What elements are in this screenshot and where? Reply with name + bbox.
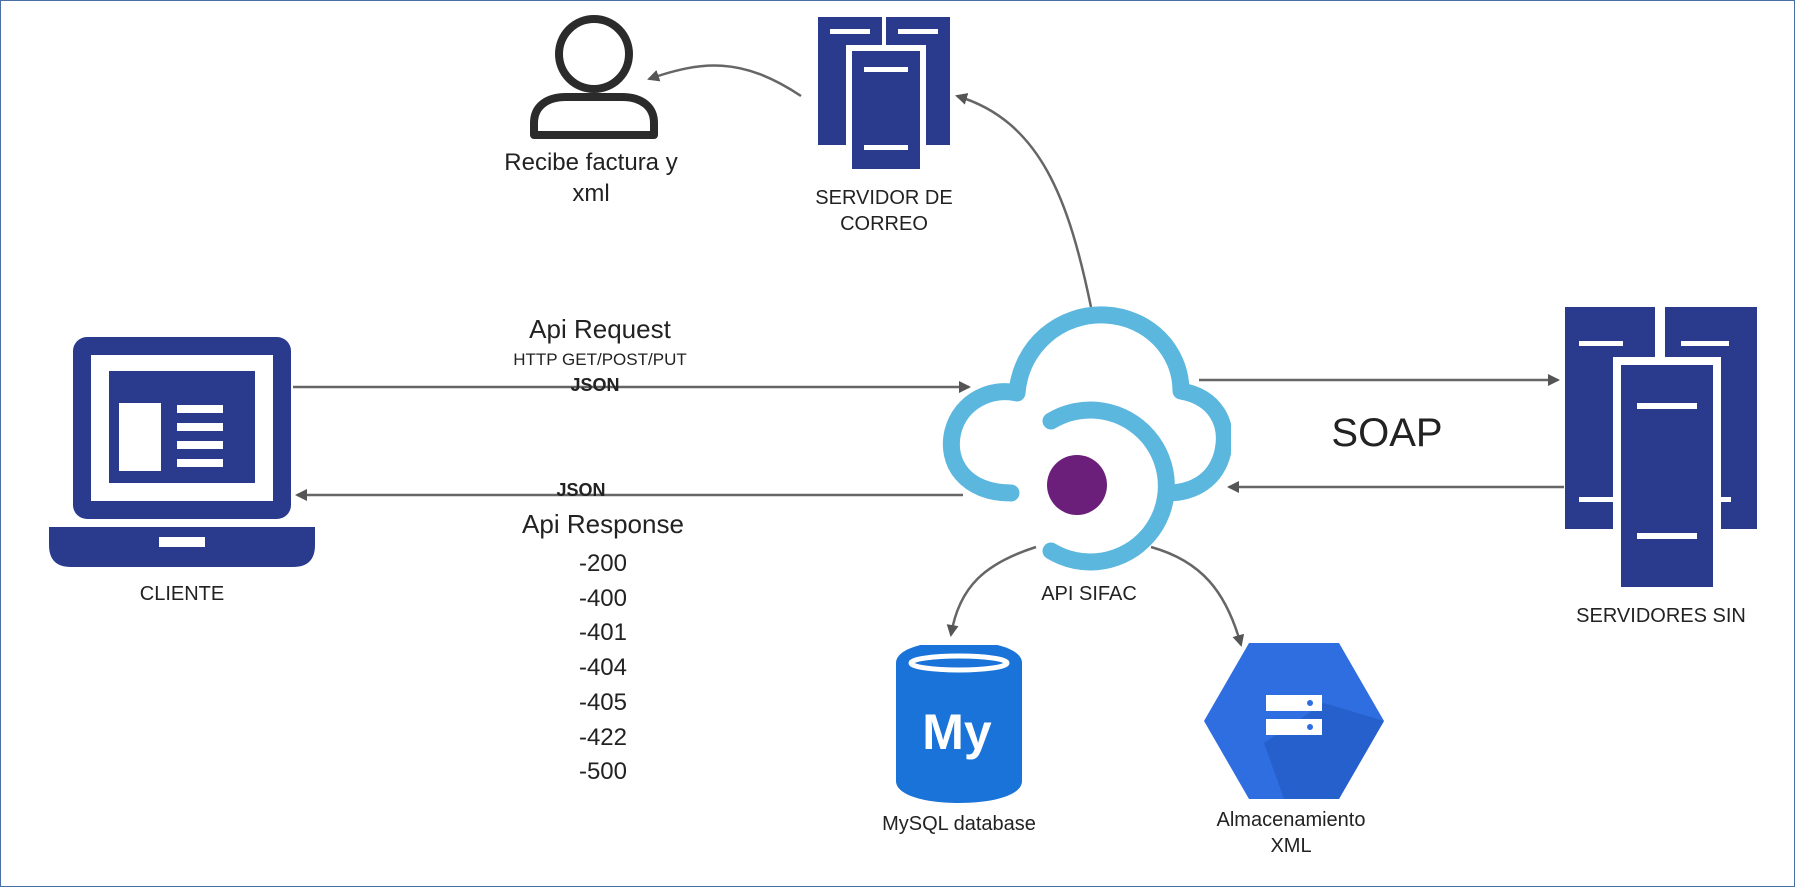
request-methods: HTTP GET/POST/PUT <box>513 350 687 369</box>
mail-arrow <box>955 93 1093 308</box>
xml-storage-label-line2: XML <box>1270 835 1312 857</box>
user-label-line2: xml <box>572 180 610 208</box>
user-icon <box>530 15 658 139</box>
xml-arrow <box>1150 545 1245 647</box>
response-code: -400 <box>578 584 628 612</box>
mysql-icon: My <box>896 645 1022 803</box>
response-code: -422 <box>578 723 628 751</box>
request-title: Api Request <box>529 314 671 344</box>
server-cluster-icon <box>1565 307 1757 587</box>
response-code: -401 <box>578 619 628 647</box>
request-format: JSON <box>570 375 620 395</box>
user-label: Recibe factura y xml <box>471 147 711 209</box>
client-label: CLIENTE <box>139 583 225 605</box>
response-code: -500 <box>578 758 628 786</box>
response-title: Api Response <box>522 509 684 539</box>
response-format: JSON <box>556 480 606 500</box>
mail-server-label: SERVIDOR DE CORREO <box>764 185 1004 237</box>
cloud-icon <box>942 306 1231 571</box>
storage-icon <box>1204 643 1384 799</box>
mysql-label: MySQL database <box>882 813 1036 835</box>
response-code: -200 <box>578 550 628 577</box>
response-codes: -200 -400 -401 -404 -405 -422 -500 <box>533 547 673 790</box>
mysql-arrow <box>946 545 1037 637</box>
mail-server-label-line2: CORREO <box>840 213 928 235</box>
mail-server-label-line1: SERVIDOR DE <box>815 187 953 209</box>
mysql-logo-text: My <box>922 704 992 760</box>
xml-storage-label-line1: Almacenamiento <box>1216 809 1366 831</box>
sin-servers-label: SERVIDORES SIN <box>1576 605 1746 627</box>
user-arrow <box>647 64 802 98</box>
response-code: -405 <box>578 688 628 716</box>
soap-label: SOAP <box>1331 411 1443 455</box>
xml-storage-label: Almacenamiento XML <box>1171 807 1411 859</box>
response-code: -404 <box>578 654 628 682</box>
user-label-line1: Recibe factura y <box>504 149 678 176</box>
api-label: API SIFAC <box>1041 583 1137 605</box>
laptop-icon <box>49 337 315 567</box>
server-icon <box>818 17 950 169</box>
